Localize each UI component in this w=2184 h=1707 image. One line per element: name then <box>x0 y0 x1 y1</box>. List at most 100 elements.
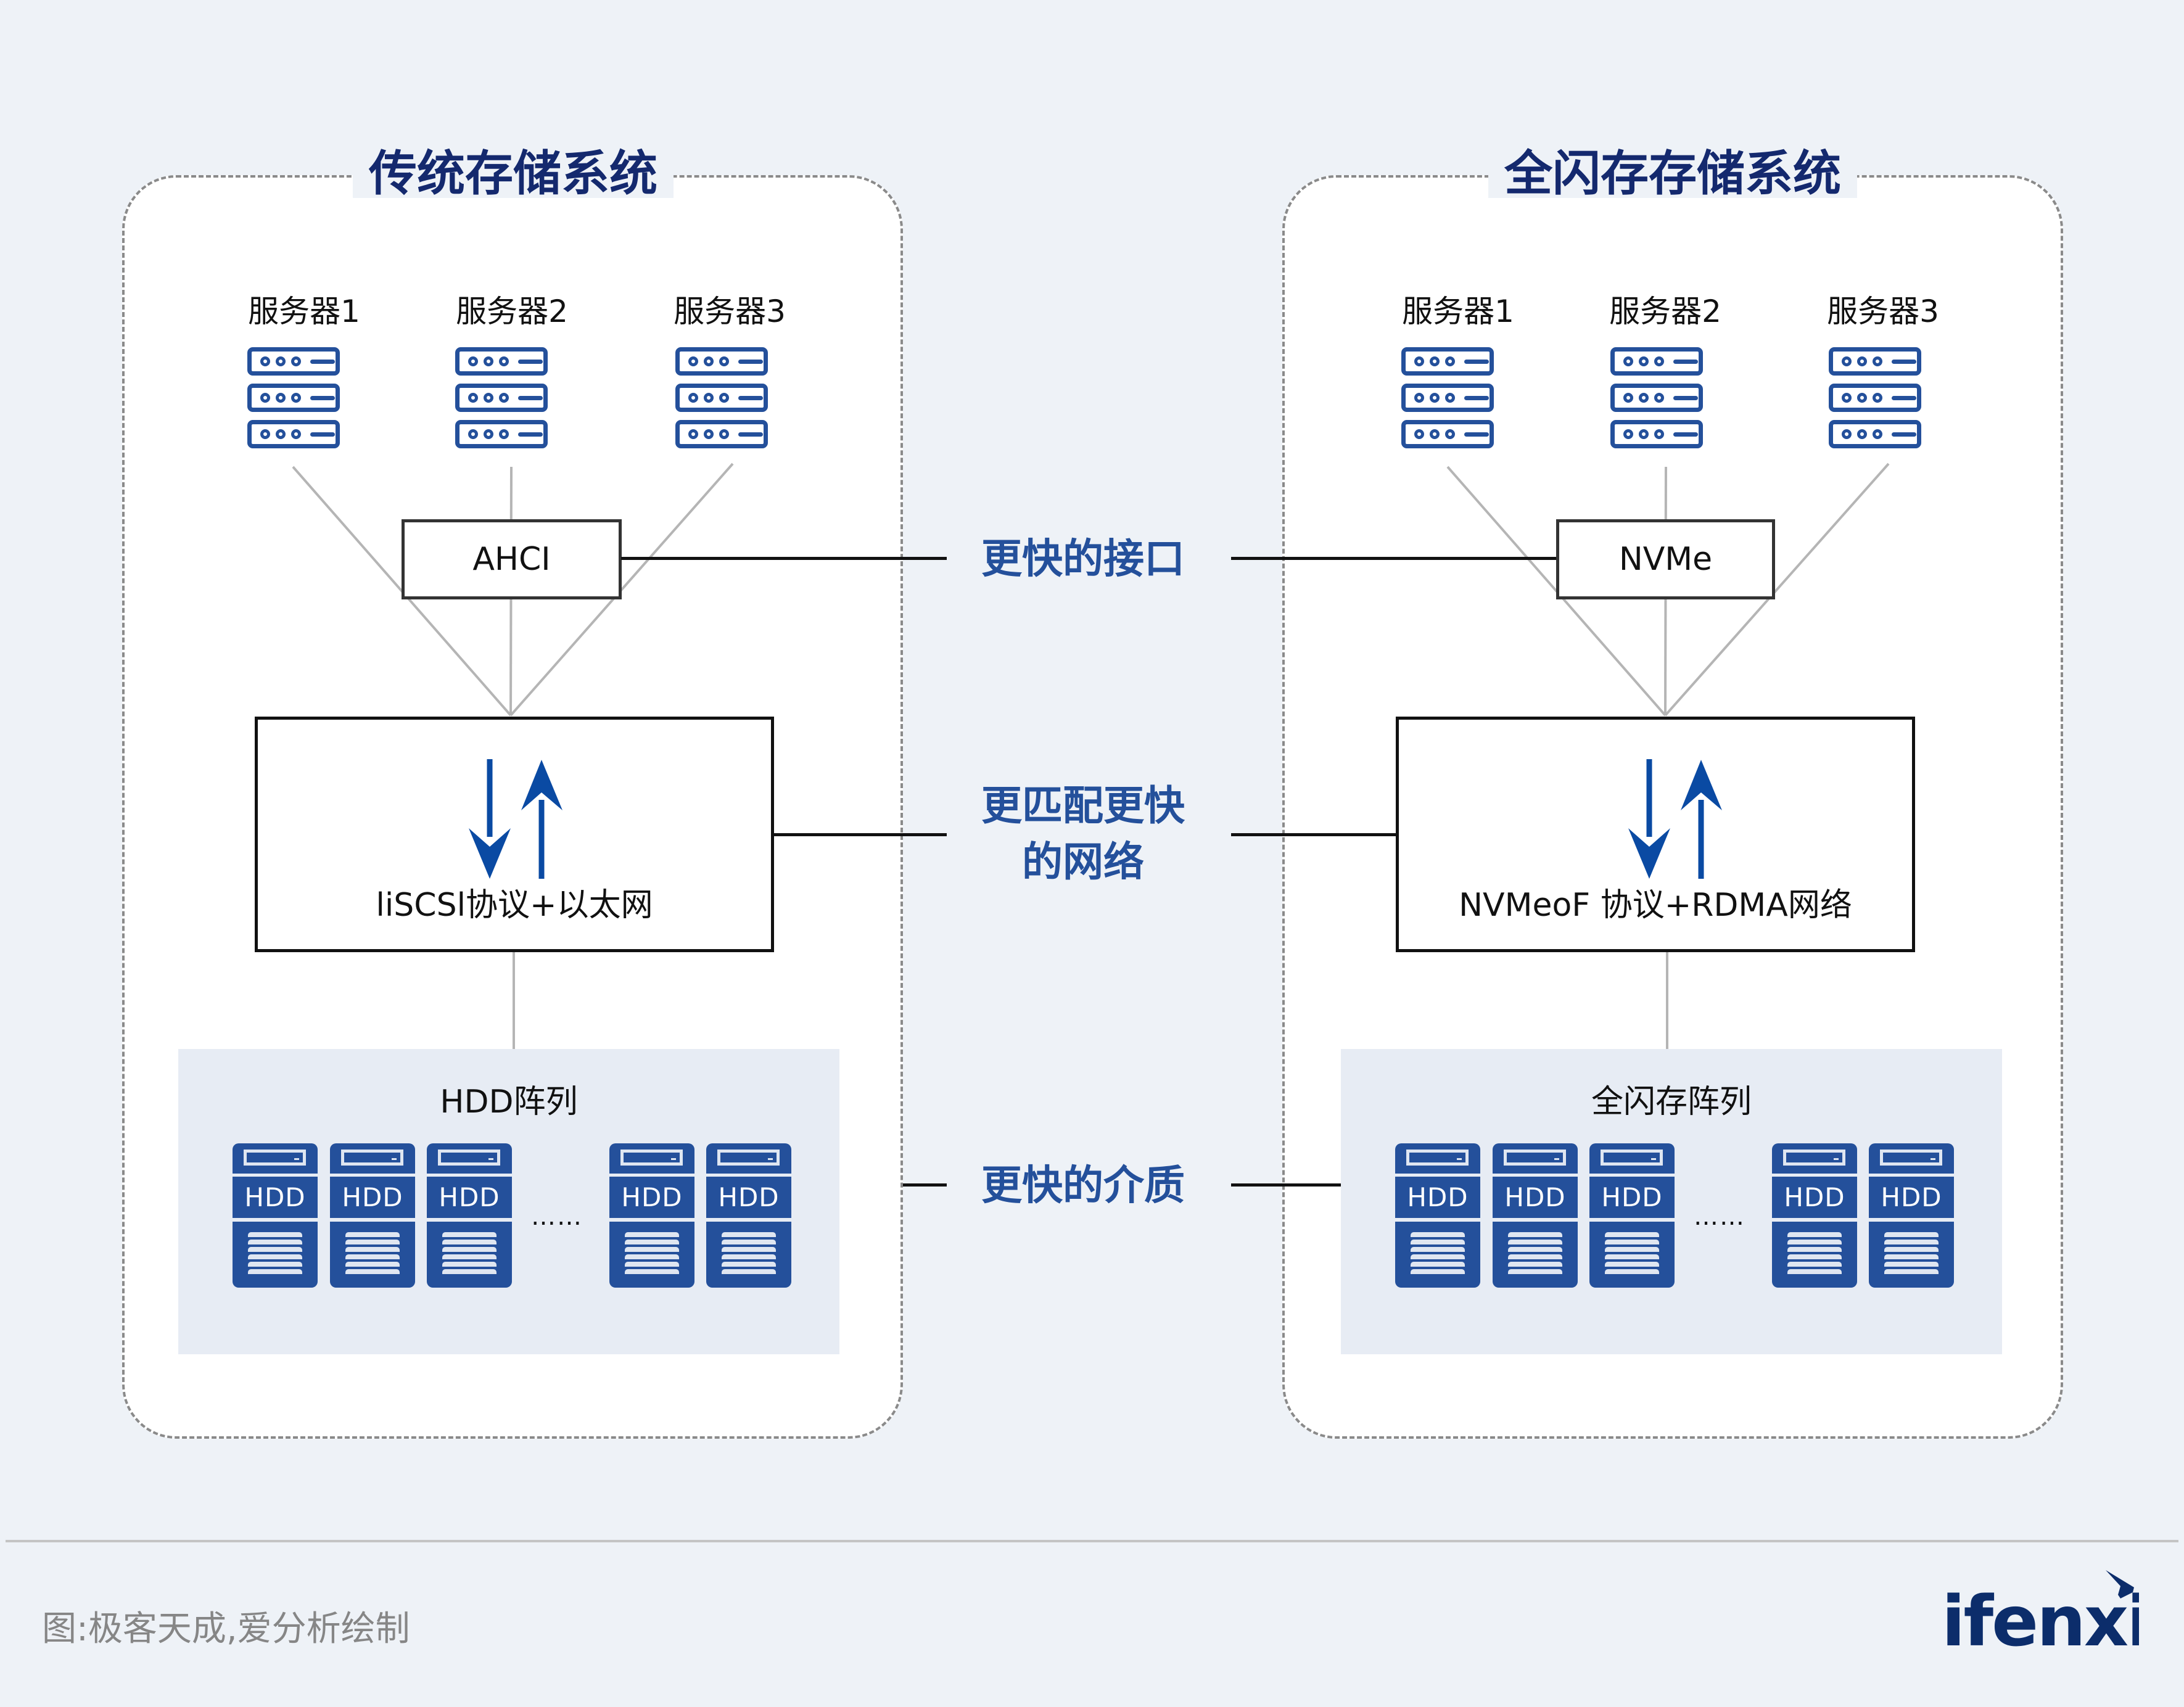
server-icon <box>1610 347 1703 448</box>
status-light-icon <box>276 429 286 439</box>
status-light-icon <box>719 429 729 439</box>
medium-connector-left <box>903 1183 947 1187</box>
server-rack-unit <box>455 420 548 448</box>
drive-bay-icon <box>518 396 543 400</box>
status-light-icon <box>1857 393 1867 403</box>
drive-label: HDD <box>1493 1177 1578 1218</box>
status-light-icon <box>499 356 509 366</box>
brand-wordmark: ifenxi <box>1942 1582 2139 1659</box>
server-rack-unit <box>455 347 548 376</box>
network-connector-left <box>773 833 947 836</box>
status-light-icon <box>1414 429 1424 439</box>
left-network-label: liSCSl协议+以太网 <box>376 887 653 924</box>
drive-bay-icon <box>1464 432 1489 437</box>
status-light-icon <box>704 393 714 403</box>
drive-label: HDD <box>1589 1177 1675 1218</box>
drive-bay-icon <box>518 432 543 437</box>
status-light-icon <box>1414 393 1424 403</box>
left-network-box: liSCSl协议+以太网 <box>255 717 774 952</box>
faster-network-line1: 更匹配更快 <box>981 781 1185 829</box>
server-rack-unit <box>675 420 768 448</box>
status-light-icon <box>1639 393 1649 403</box>
status-light-icon <box>704 356 714 366</box>
status-light-icon <box>1654 393 1664 403</box>
medium-connector-right <box>1231 1183 1341 1187</box>
hdd-drive-icon: HDD <box>1869 1143 1954 1288</box>
status-light-icon <box>499 429 509 439</box>
status-light-icon <box>1414 356 1424 366</box>
status-light-icon <box>291 356 301 366</box>
status-light-icon <box>484 429 493 439</box>
right-server-2-label: 服务器2 <box>1609 294 1721 329</box>
hdd-array-title: HDD阵列 <box>440 1084 578 1121</box>
status-light-icon <box>276 356 286 366</box>
drive-label: HDD <box>1395 1177 1480 1218</box>
hdd-drive-icon: HDD <box>1493 1143 1578 1288</box>
status-light-icon <box>1430 393 1440 403</box>
right-server-3-label: 服务器3 <box>1827 294 1939 329</box>
right-server-1-label: 服务器1 <box>1402 294 1514 329</box>
status-light-icon <box>1623 393 1633 403</box>
right-network-label: NVMeoF 协议+RDMA网络 <box>1459 887 1852 924</box>
server-rack-unit <box>1829 384 1921 412</box>
status-light-icon <box>1623 356 1633 366</box>
server-rack-unit <box>247 384 340 412</box>
status-light-icon <box>1445 356 1455 366</box>
status-light-icon <box>1639 356 1649 366</box>
status-light-icon <box>484 356 493 366</box>
status-light-icon <box>1639 429 1649 439</box>
status-light-icon <box>260 356 270 366</box>
right-network-box: NVMeoF 协议+RDMA网络 <box>1396 717 1915 952</box>
status-light-icon <box>484 393 493 403</box>
drive-bay-icon <box>1464 360 1489 364</box>
footer-divider <box>6 1540 2178 1542</box>
status-light-icon <box>1873 429 1882 439</box>
status-light-icon <box>704 429 714 439</box>
drive-label: HDD <box>330 1177 415 1218</box>
interface-connector-left <box>621 557 947 560</box>
server-rack-unit <box>1401 384 1494 412</box>
status-light-icon <box>1873 356 1882 366</box>
faster-network-line2: 的网络 <box>1022 838 1144 886</box>
drive-label: HDD <box>427 1177 512 1218</box>
drive-bay-icon <box>310 432 335 437</box>
drive-bay-icon <box>738 360 763 364</box>
left-server-3-label: 服务器3 <box>674 294 786 329</box>
interface-connector-right <box>1231 557 1556 560</box>
status-light-icon <box>468 356 478 366</box>
server-rack-unit <box>1829 347 1921 376</box>
status-light-icon <box>276 393 286 403</box>
link-server3-left <box>509 463 734 717</box>
status-light-icon <box>1430 429 1440 439</box>
hdd-drive-icon: HDD <box>1589 1143 1675 1288</box>
server-icon <box>675 347 768 448</box>
left-server-1-label: 服务器1 <box>248 294 360 329</box>
hdd-drive-icon: HDD <box>1395 1143 1480 1288</box>
all-flash-array-title: 全闪存阵列 <box>1591 1084 1752 1121</box>
brand-logo-icon: ifenxi <box>1942 1570 2150 1662</box>
link-server3-right <box>1664 463 1890 717</box>
server-rack-unit <box>1610 347 1703 376</box>
drive-bay-icon <box>310 396 335 400</box>
status-light-icon <box>1842 393 1852 403</box>
faster-interface-label: 更快的接口 <box>981 535 1185 583</box>
bidirectional-arrows-icon <box>1628 759 1722 879</box>
status-light-icon <box>1654 429 1664 439</box>
status-light-icon <box>1857 356 1867 366</box>
drive-label: HDD <box>1869 1177 1954 1218</box>
drive-label: HDD <box>1772 1177 1857 1218</box>
status-light-icon <box>1857 429 1867 439</box>
server-rack-unit <box>675 384 768 412</box>
status-light-icon <box>468 393 478 403</box>
status-light-icon <box>688 429 698 439</box>
status-light-icon <box>1842 429 1852 439</box>
status-light-icon <box>499 393 509 403</box>
status-light-icon <box>1623 429 1633 439</box>
status-light-icon <box>1654 356 1664 366</box>
all-flash-storage-title: 全闪存存储系统 <box>1488 150 1858 198</box>
status-light-icon <box>291 393 301 403</box>
drive-bay-icon <box>310 360 335 364</box>
left-server-2-label: 服务器2 <box>456 294 568 329</box>
status-light-icon <box>719 393 729 403</box>
